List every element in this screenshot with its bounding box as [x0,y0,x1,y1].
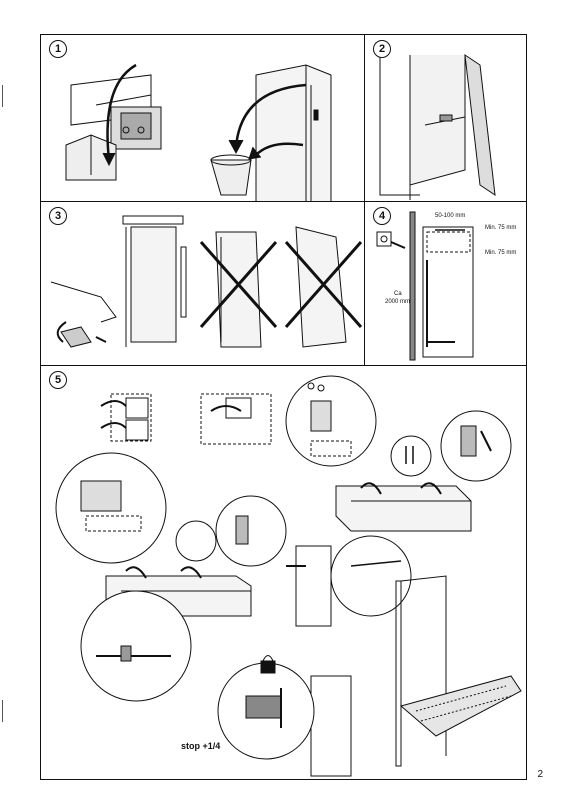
step-number-5: 5 [49,371,67,389]
step-4-illustration [376,211,474,361]
step-2-illustration [379,53,496,200]
step-number-1: 1 [49,40,67,58]
page-number: 2 [537,769,543,780]
step-number-2: 2 [373,40,391,58]
panel-step-4: 4 50-100 mm Min. 75 mm Min. 75 mm Ca 200… [364,201,527,366]
panel-step-2: 2 [364,34,527,202]
panel-step-5: 5 stop +1/4 [40,365,527,780]
dim-label-min-2: Min. 75 mm [485,250,517,256]
dim-label-top: 50-100 mm [435,213,466,219]
margin-mark-bottom [2,700,3,722]
step-3-illustration [50,215,363,348]
step-5-illustration [55,375,522,777]
margin-mark-top [2,85,3,107]
stop-adjust-label: stop +1/4 [181,741,221,751]
dim-label-ca: Ca [394,291,402,297]
step-number-4: 4 [373,207,391,225]
dim-label-min-1: Min. 75 mm [485,225,517,231]
step-number-3: 3 [49,207,67,225]
step-1-illustration [65,63,332,201]
panel-step-1: 1 [40,34,365,202]
dim-label-height: 2000 mm [385,299,411,305]
panel-step-3: 3 [40,201,365,366]
